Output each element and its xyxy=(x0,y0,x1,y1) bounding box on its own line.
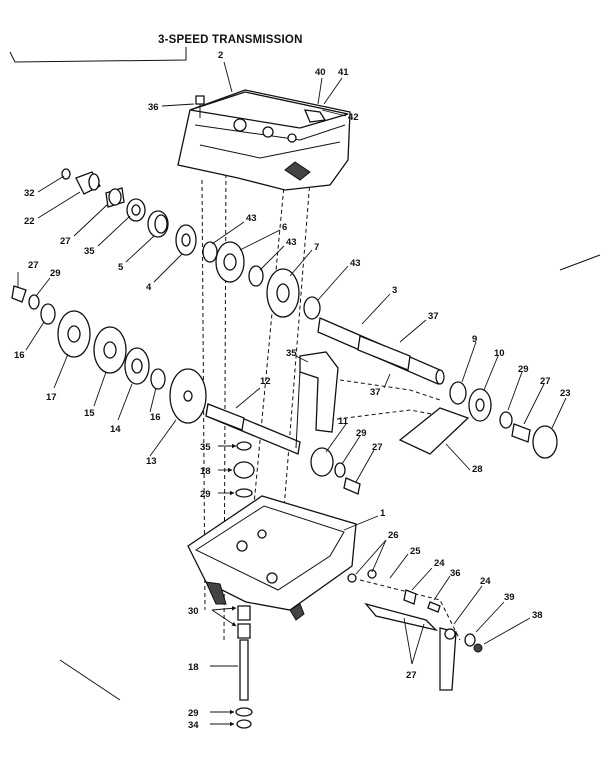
shaft-12 xyxy=(205,403,301,455)
callout-27-c: 27 xyxy=(540,376,551,387)
callout-29-a: 29 xyxy=(50,268,61,279)
callout-6: 6 xyxy=(282,222,287,233)
callout-5: 5 xyxy=(118,262,124,273)
countershaft-gears xyxy=(11,285,207,424)
diagram-title: 3-SPEED TRANSMISSION xyxy=(158,34,303,46)
callout-24: 26 xyxy=(388,530,399,541)
callout-22: 24 xyxy=(480,576,491,587)
callout-29-c: 29 xyxy=(356,428,367,439)
bolt-36 xyxy=(195,95,205,118)
callout-39: 39 xyxy=(504,592,515,603)
callout-16-a: 16 xyxy=(14,350,25,361)
callout-25: 25 xyxy=(410,546,421,557)
callout-16-b: 16 xyxy=(150,412,161,423)
callout-43-a: 43 xyxy=(246,213,257,224)
callout-20: 22 xyxy=(24,216,35,227)
callout-43-c: 43 xyxy=(350,258,361,269)
frame-corner-line xyxy=(59,659,121,701)
callout-23: 24 xyxy=(434,558,445,569)
part-callouts: 2 36 40 41 42 32 22 27 35 5 4 43 6 43 7 … xyxy=(14,50,571,731)
callout-19: 18 xyxy=(200,466,211,477)
output-parts xyxy=(310,381,558,495)
callout-21: 23 xyxy=(560,388,571,399)
lower-housing xyxy=(187,495,357,621)
callout-9: 9 xyxy=(472,334,477,345)
callout-12: 12 xyxy=(260,376,271,387)
callout-42: 42 xyxy=(348,112,359,123)
callout-38: 38 xyxy=(532,610,543,621)
callout-43-b: 43 xyxy=(286,237,297,248)
callout-36-top: 36 xyxy=(148,102,159,113)
callout-33: 35 xyxy=(84,246,95,257)
pinion-parts xyxy=(233,441,255,498)
callout-29-e: 29 xyxy=(188,708,199,719)
main-shaft xyxy=(317,317,445,385)
callout-28: 28 xyxy=(472,464,483,475)
callout-13: 13 xyxy=(146,456,157,467)
callout-4: 4 xyxy=(146,282,152,293)
callout-32: 34 xyxy=(188,720,199,731)
callout-11: 11 xyxy=(338,416,349,427)
callout-1: 1 xyxy=(380,508,386,519)
callout-41: 41 xyxy=(338,67,349,78)
callout-7: 7 xyxy=(314,242,319,253)
callout-14: 14 xyxy=(110,424,121,435)
callout-30: 30 xyxy=(188,606,199,617)
title-underline xyxy=(9,47,187,63)
callout-27-b: 27 xyxy=(28,260,39,271)
callout-34: 35 xyxy=(200,442,211,453)
callout-36-bottom: 36 xyxy=(450,568,461,579)
callout-18: 18 xyxy=(188,662,199,673)
input-shaft-parts xyxy=(61,168,197,256)
shift-fork xyxy=(295,351,339,449)
callout-37-b: 37 xyxy=(370,387,381,398)
shift-lever-assembly xyxy=(347,569,483,691)
callout-29-d: 29 xyxy=(200,489,211,500)
callout-15: 15 xyxy=(84,408,95,419)
callout-3: 3 xyxy=(392,285,397,296)
callout-29-b: 29 xyxy=(518,364,529,375)
center-gears xyxy=(202,241,321,320)
vertical-shaft xyxy=(235,605,253,729)
callout-40: 40 xyxy=(315,67,326,78)
callout-35: 35 xyxy=(286,348,297,359)
upper-housing xyxy=(177,89,351,191)
frame-corner-line xyxy=(559,254,601,271)
callout-27-a: 27 xyxy=(60,236,71,247)
callout-37-a: 37 xyxy=(428,311,439,322)
callout-31: 32 xyxy=(24,188,35,199)
callout-10: 10 xyxy=(494,348,505,359)
callout-2: 2 xyxy=(218,50,223,61)
callout-17: 17 xyxy=(46,392,57,403)
callout-27-d: 27 xyxy=(372,442,383,453)
callout-26: 27 xyxy=(406,670,417,681)
